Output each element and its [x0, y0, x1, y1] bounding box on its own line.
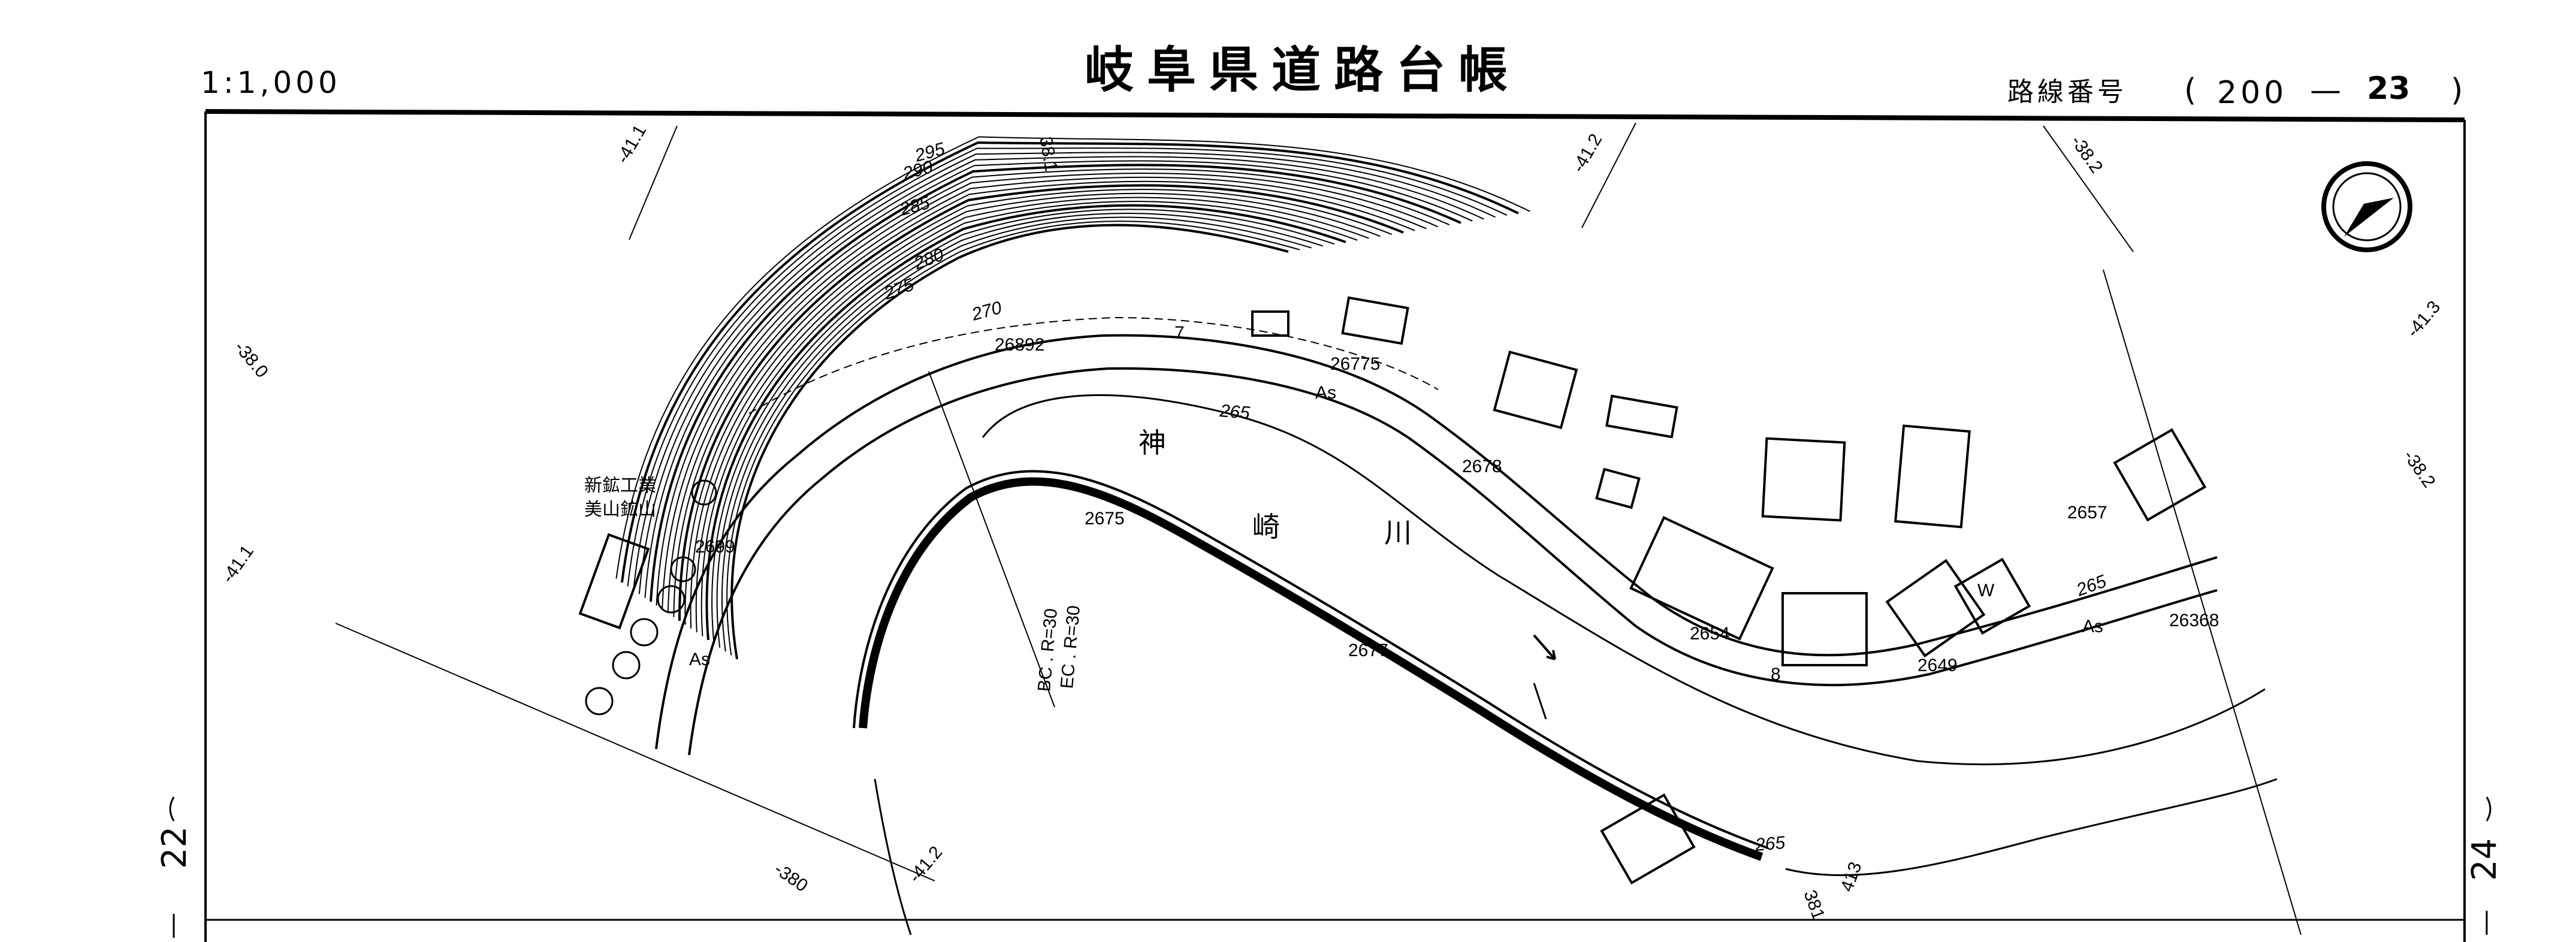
tanks [585, 479, 717, 715]
river-name-char: 川 [1384, 517, 1412, 549]
grid-label: -38.2 [2067, 132, 2106, 177]
grid-label: -41.2 [1568, 131, 1606, 176]
facility-name-2: 美山鉱山 [584, 500, 656, 520]
left-sheet-number: 22 [155, 826, 194, 869]
facility-name-1: 新鉱工業 [584, 476, 656, 496]
contour-line [644, 160, 1473, 598]
spot-height: 2654 [1690, 624, 1730, 644]
contour-label: 270 [969, 298, 1004, 325]
pavement-label: As [689, 650, 710, 669]
contour-line [673, 180, 1415, 617]
place-labels: 新鉱工業 美山鉱山 神 崎 川 As As As BC . R=30 EC . … [584, 323, 2103, 693]
contour-line [716, 212, 1323, 648]
grid-label: -38.0 [231, 337, 272, 382]
contour-line [678, 184, 1404, 621]
contour-label: 285 [897, 193, 932, 220]
spot-height: 2675 [1085, 509, 1125, 529]
map-title: 岐阜県道路台帳 [1085, 42, 1521, 99]
contour-line [726, 221, 1300, 656]
grid-label: -41.2 [905, 843, 946, 887]
contour-line [662, 173, 1439, 609]
spot-height: 2657 [2067, 503, 2107, 523]
route-close-paren: ) [2451, 73, 2463, 108]
north-arrow-icon [2321, 161, 2412, 252]
contour-line [656, 168, 1450, 606]
route-label: 路線番号 [2007, 77, 2127, 107]
grid-labels: -41.1 -41.2 -38.2 -38.0 -41.1 -41.3 -38.… [218, 122, 2445, 923]
contour-line [721, 216, 1312, 652]
contour-line [690, 192, 1381, 629]
spot-height: 26368 [2169, 611, 2219, 630]
contour-label: 290 [900, 157, 935, 184]
contour-line [638, 156, 1484, 594]
grid-label: -41.3 [2403, 297, 2444, 342]
grid-label: -41.1 [612, 122, 650, 167]
river [853, 394, 2278, 935]
spot-height: 2649 [1917, 656, 1958, 675]
contour-label: 265 [1218, 401, 1251, 423]
grid-label: -41.1 [218, 542, 258, 587]
pavement-label: As [2082, 617, 2103, 636]
buildings [578, 296, 2207, 885]
spot-height: 2678 [1462, 457, 1502, 476]
frame-sides [204, 111, 2466, 942]
contour-line [627, 147, 1508, 587]
flow-arrow-icon [1533, 634, 1556, 660]
contour-line [667, 176, 1427, 614]
contour-label: 265 [2073, 571, 2109, 600]
route-dash: — [2310, 73, 2341, 108]
spot-height: 26775 [1330, 354, 1380, 374]
contour-label: 265 [1754, 833, 1786, 855]
spot-heights: 26892 26775 2678 2675 2699 2677 2654 264… [695, 335, 2219, 675]
margin-brackets [169, 796, 2492, 938]
contour-line [633, 152, 1496, 590]
spot-height: 2699 [695, 537, 735, 557]
scale-label: 1:1,000 [201, 65, 341, 100]
contour-line [621, 141, 1519, 583]
route-major: 200 [2217, 75, 2287, 111]
river-name-char: 崎 [1252, 511, 1280, 543]
contour-labels: 295 290 285 280 275 270 265 265 265 [881, 139, 2109, 855]
grid-lines [335, 122, 2302, 935]
contour-lines [615, 136, 1530, 660]
contour-label: 275 [881, 274, 917, 304]
grid-label: -380 [771, 859, 811, 896]
contour-line [711, 209, 1335, 644]
contour-line [705, 204, 1346, 641]
contour-line [684, 189, 1393, 625]
curve-ec-label: EC . R=30 [1057, 605, 1084, 690]
well-label: W [1977, 581, 1995, 600]
grid-label: -38.2 [2399, 446, 2439, 491]
frame-top [205, 109, 2465, 122]
contour-line [650, 164, 1461, 602]
contour-line [700, 201, 1358, 636]
right-sheet-number: 24 [2465, 838, 2504, 881]
pavement-label: As [1315, 383, 1336, 403]
station-label: 7 [1174, 323, 1185, 343]
route-minor: 23 [2367, 71, 2410, 107]
river-name-char: 神 [1138, 427, 1166, 459]
station-label: 8 [1771, 665, 1781, 684]
grid-label: 381 [1799, 887, 1828, 922]
spot-height: 26892 [995, 335, 1044, 355]
route-open-paren: ( [2184, 73, 2196, 108]
spot-height: 2677 [1348, 641, 1388, 660]
contour-line [615, 136, 1530, 579]
grid-label: 413 [1837, 859, 1866, 894]
contour-label: 280 [911, 244, 947, 274]
route-number: 路線番号 ( 200 — 23 ) [2007, 71, 2463, 111]
road [655, 316, 2218, 756]
contour-line [695, 197, 1369, 633]
